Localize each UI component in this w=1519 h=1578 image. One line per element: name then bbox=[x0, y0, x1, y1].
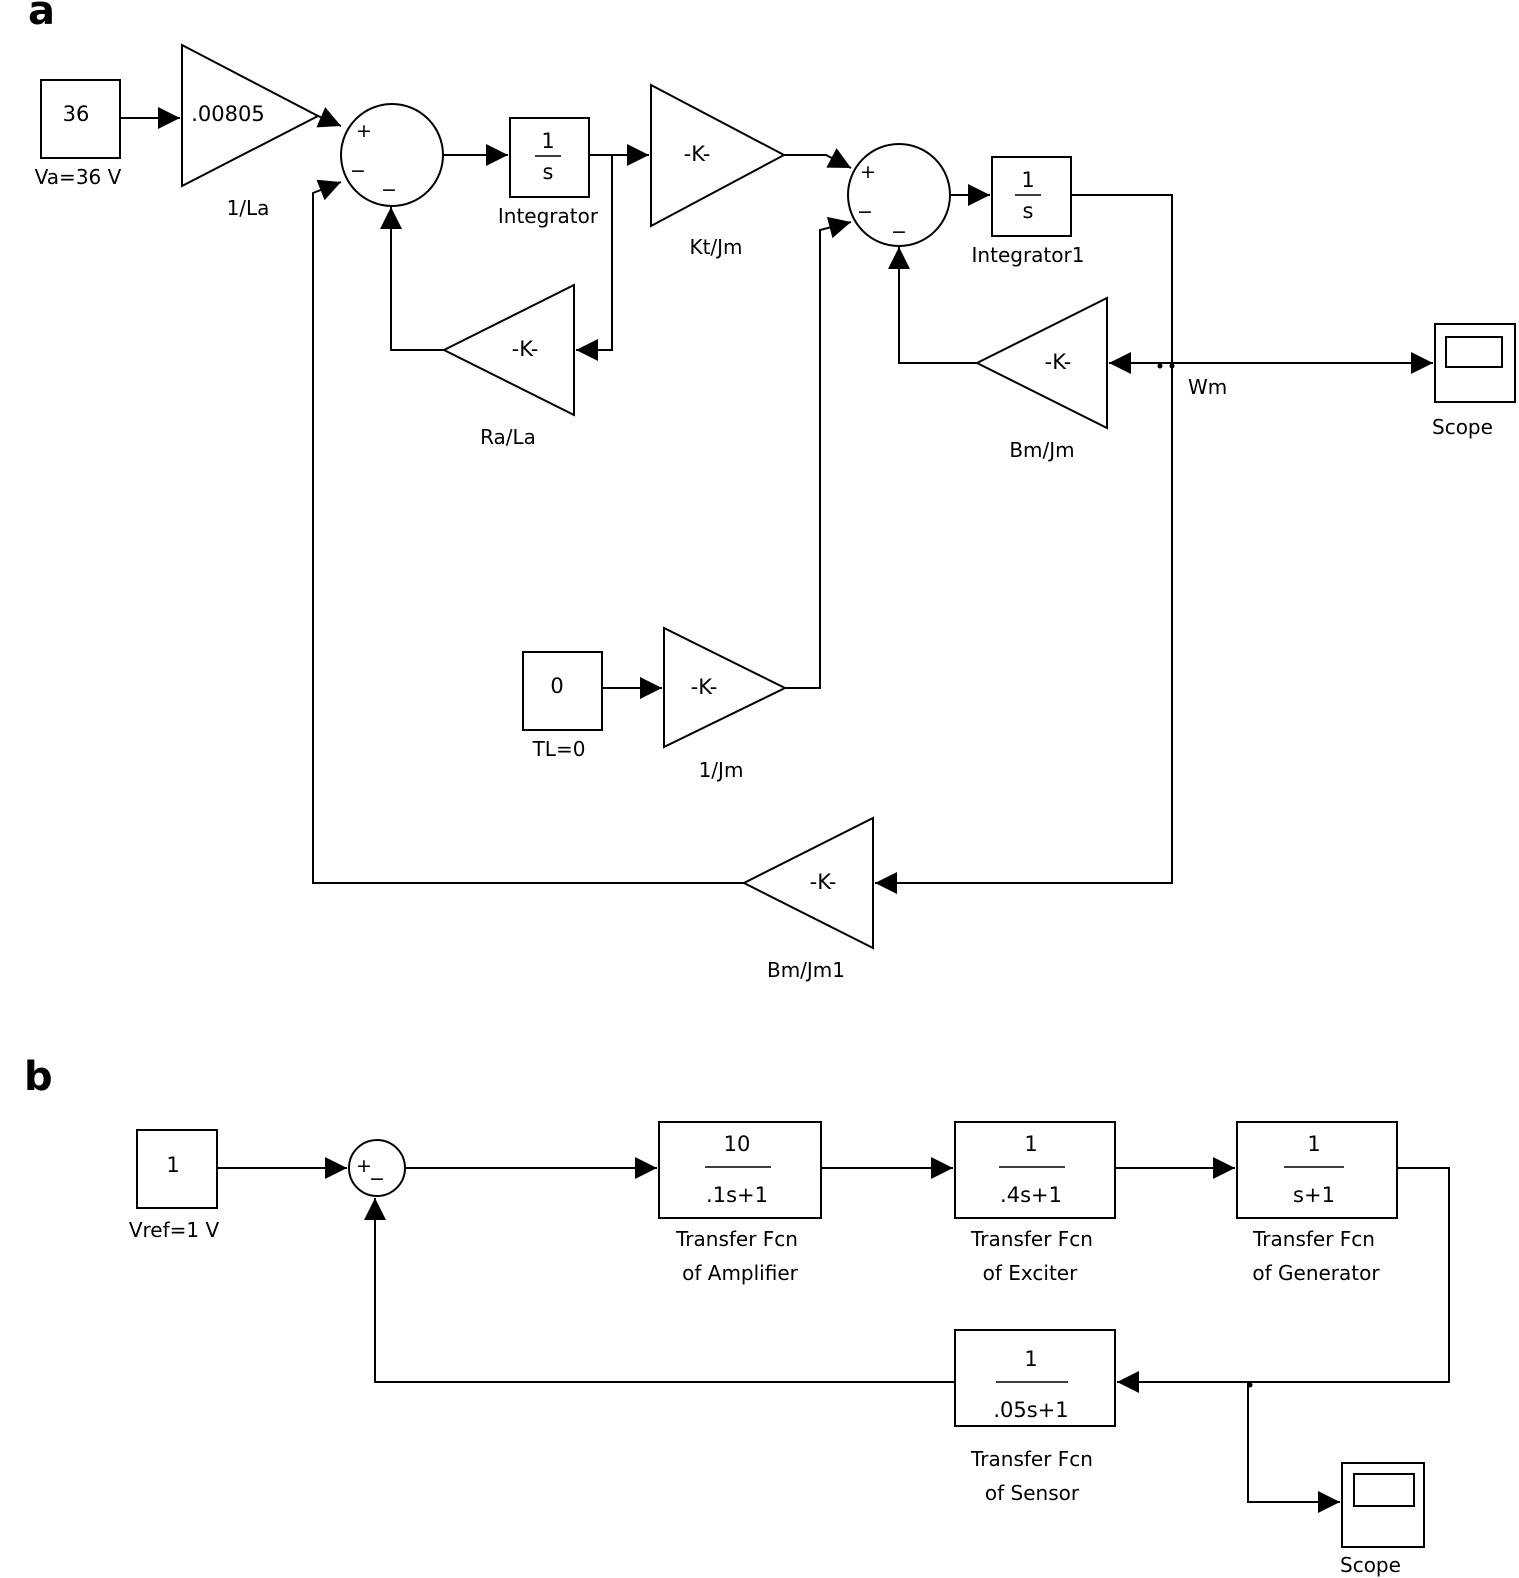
sumb-plus-sign: + bbox=[356, 1155, 372, 1177]
integrator-numerator: 1 bbox=[541, 129, 554, 153]
tf-sensor-label-2: of Sensor bbox=[985, 1481, 1080, 1505]
wire-gain-to-sum1 bbox=[316, 107, 342, 128]
integrator-label: Integrator bbox=[498, 204, 599, 228]
sum1-plus-sign: + bbox=[356, 120, 372, 142]
tf-amplifier-label-1: Transfer Fcn bbox=[675, 1227, 798, 1251]
constant-tl-value: 0 bbox=[550, 674, 563, 698]
tf-sensor-block[interactable]: 1 .05s+1 bbox=[954, 1329, 1116, 1427]
sum-block-b[interactable]: + − bbox=[348, 1139, 406, 1197]
constant-vref-value: 1 bbox=[166, 1153, 179, 1177]
gain-kt-jm-label: Kt/Jm bbox=[689, 235, 742, 259]
scope-a-block[interactable] bbox=[1434, 323, 1516, 403]
constant-vref-label: Vref=1 V bbox=[129, 1218, 220, 1242]
gain-1-la-label: 1/La bbox=[227, 196, 270, 220]
gain-kt-jm-block[interactable]: -K- bbox=[650, 83, 787, 228]
tf-exciter-label-2: of Exciter bbox=[983, 1261, 1078, 1285]
wire-sensor-to-sum bbox=[364, 1198, 955, 1383]
sum2-plus-sign: + bbox=[860, 161, 876, 183]
branch-dot-wm bbox=[1157, 363, 1163, 369]
tf-exciter-denominator: .4s+1 bbox=[1000, 1183, 1062, 1207]
gain-1-la-block[interactable]: .00805 bbox=[181, 43, 321, 188]
panel-a-letter: a bbox=[28, 0, 55, 34]
constant-va-value: 36 bbox=[63, 102, 90, 126]
tf-amplifier-label-2: of Amplifier bbox=[682, 1261, 799, 1285]
scope-b-label: Scope bbox=[1340, 1553, 1401, 1577]
sum1-minus-bottom: − bbox=[381, 179, 397, 201]
gain-1-jm-value: -K- bbox=[691, 675, 718, 699]
sum-block-1[interactable]: + − − bbox=[340, 103, 444, 207]
tf-generator-block[interactable]: 1 s+1 bbox=[1236, 1121, 1398, 1219]
gain-bm-jm-label: Bm/Jm bbox=[1009, 438, 1074, 462]
tf-generator-label-2: of Generator bbox=[1252, 1261, 1380, 1285]
tf-exciter-label-1: Transfer Fcn bbox=[970, 1227, 1093, 1251]
tf-amplifier-numerator: 10 bbox=[724, 1132, 751, 1156]
scope-b-block[interactable] bbox=[1341, 1462, 1425, 1548]
wire-current-feedback bbox=[576, 155, 613, 361]
constant-va-block[interactable]: 36 bbox=[40, 79, 121, 159]
wire-1jm-to-sum2 bbox=[785, 216, 852, 689]
integrator1-denominator: s bbox=[1023, 199, 1034, 223]
branch-dot-output bbox=[1247, 1382, 1253, 1388]
tf-generator-numerator: 1 bbox=[1307, 1132, 1320, 1156]
wire-bmjm1-to-sum1 bbox=[312, 179, 744, 884]
wire-rala-to-sum1 bbox=[380, 207, 444, 351]
tf-sensor-numerator: 1 bbox=[1024, 1347, 1037, 1371]
gain-ra-la-label: Ra/La bbox=[480, 425, 536, 449]
integrator1-label: Integrator1 bbox=[972, 243, 1085, 267]
scope-b-screen-icon bbox=[1353, 1473, 1415, 1507]
gain-1-jm-block[interactable]: -K- bbox=[663, 626, 788, 749]
integrator1-block[interactable]: 1 s bbox=[991, 156, 1072, 237]
gain-bm-jm1-label: Bm/Jm1 bbox=[767, 958, 845, 982]
tf-exciter-numerator: 1 bbox=[1024, 1132, 1037, 1156]
wire-bmjm-to-sum2 bbox=[888, 247, 977, 364]
gain-1-jm-label: 1/Jm bbox=[699, 758, 744, 782]
panel-b: b 1 Vref=1 V + − 10 .1s+1 Transfer Fcn o… bbox=[24, 1054, 1450, 1577]
gain-kt-jm-value: -K- bbox=[684, 142, 711, 166]
gain-bm-jm-value: -K- bbox=[1045, 350, 1072, 374]
gain-ra-la-block[interactable]: -K- bbox=[441, 283, 575, 417]
constant-tl-block[interactable]: 0 bbox=[522, 651, 603, 731]
gain-bm-jm1-block[interactable]: -K- bbox=[741, 816, 874, 950]
wire-generator-to-sensor bbox=[1117, 1167, 1450, 1393]
tf-sensor-label-1: Transfer Fcn bbox=[970, 1447, 1093, 1471]
tf-sensor-denominator: .05s+1 bbox=[993, 1398, 1068, 1422]
constant-va-label: Va=36 V bbox=[35, 165, 122, 189]
integrator-block[interactable]: 1 s bbox=[509, 117, 590, 198]
constant-vref-block[interactable]: 1 bbox=[136, 1129, 218, 1209]
gain-1-la-value: .00805 bbox=[191, 102, 264, 126]
tf-amplifier-denominator: .1s+1 bbox=[706, 1183, 768, 1207]
gain-ra-la-value: -K- bbox=[512, 337, 539, 361]
branch-dot-wm-2 bbox=[1169, 363, 1175, 369]
wire-output-to-scope bbox=[1247, 1382, 1340, 1513]
gain-bm-jm-block[interactable]: -K- bbox=[974, 296, 1108, 430]
wire-integrator1-to-bmjm1 bbox=[875, 194, 1173, 894]
tf-amplifier-block[interactable]: 10 .1s+1 bbox=[658, 1121, 822, 1219]
tf-generator-label-1: Transfer Fcn bbox=[1252, 1227, 1375, 1251]
sum-block-2[interactable]: + − − bbox=[847, 143, 951, 247]
scope-a-screen-icon bbox=[1445, 336, 1503, 368]
integrator-denominator: s bbox=[543, 160, 554, 184]
constant-tl-label: TL=0 bbox=[532, 737, 586, 761]
sum1-minus-left: − bbox=[350, 160, 366, 182]
sum2-minus-bottom: − bbox=[891, 221, 907, 243]
wire-ktjm-to-sum2 bbox=[784, 148, 852, 169]
gain-bm-jm1-value: -K- bbox=[810, 870, 837, 894]
sumb-minus-sign: − bbox=[369, 1168, 385, 1190]
signal-wm-label: Wm bbox=[1188, 375, 1227, 399]
tf-exciter-block[interactable]: 1 .4s+1 bbox=[954, 1121, 1116, 1219]
scope-a-label: Scope bbox=[1432, 415, 1493, 439]
tf-generator-denominator: s+1 bbox=[1293, 1183, 1335, 1207]
integrator1-numerator: 1 bbox=[1021, 168, 1034, 192]
panel-a: a 36 Va=36 V .00805 1/La + − − 1 s Integ… bbox=[28, 0, 1516, 982]
panel-b-wires bbox=[217, 1157, 1450, 1513]
panel-a-wires bbox=[120, 107, 1433, 894]
sum2-minus-left: − bbox=[857, 201, 873, 223]
panel-b-letter: b bbox=[24, 1054, 53, 1100]
